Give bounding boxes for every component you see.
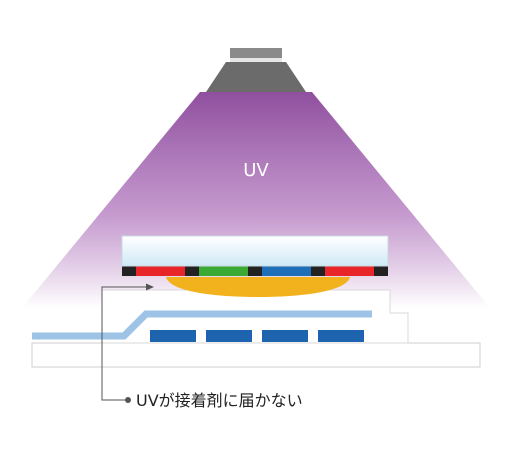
callout-dot xyxy=(125,397,131,403)
pixel-blue xyxy=(262,266,311,276)
pad xyxy=(262,330,308,342)
lamp-body xyxy=(206,62,306,92)
substrate xyxy=(31,342,481,368)
pixel-separator xyxy=(311,266,325,276)
pixel-row xyxy=(122,266,388,276)
pad xyxy=(206,330,252,342)
glass-cover xyxy=(121,235,389,267)
pixel-separator xyxy=(248,266,262,276)
pixel-red xyxy=(136,266,185,276)
pad-row xyxy=(150,330,364,342)
pad xyxy=(150,330,196,342)
uv-label: UV xyxy=(243,160,269,181)
wiring-layer xyxy=(32,310,372,340)
pad xyxy=(318,330,364,342)
lamp-cap xyxy=(230,48,282,58)
pixel-red xyxy=(325,266,374,276)
pixel-separator xyxy=(185,266,199,276)
adhesive xyxy=(166,277,350,297)
lamp-cap-line xyxy=(230,58,282,62)
uv-lamp xyxy=(206,48,306,92)
callout-text: UVが接着剤に届かない xyxy=(136,391,303,410)
callout-arrowhead xyxy=(146,283,154,291)
pixel-separator xyxy=(122,266,136,276)
pixel-separator xyxy=(374,266,388,276)
pixel-green xyxy=(199,266,248,276)
callout-line xyxy=(101,286,146,401)
